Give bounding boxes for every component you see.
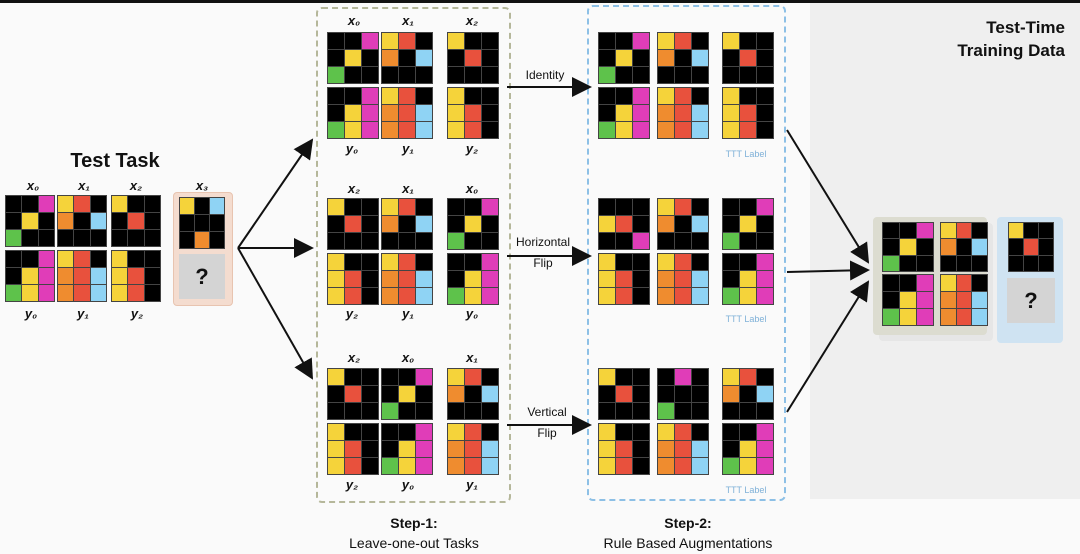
step2-row3-y-grid-2 [722,423,774,475]
arrow-to-row1 [237,138,314,249]
row3-top-label-1: x₀ [401,350,415,365]
hflip-label-line1: Horizontal [515,235,571,249]
step1-row2-x-grid-0 [327,198,379,250]
test-x3-grid [179,197,225,249]
test-y1-grid [57,250,107,302]
step1-row2-x-grid-2 [447,198,499,250]
step1-row1-x-grid-2 [447,32,499,84]
step2-row2-x-grid-1 [657,198,709,250]
ttt-label-row1: TTT Label [725,149,767,159]
hflip-label-line2: Flip [533,256,553,270]
row2-top-label-1: x₁ [402,181,414,196]
step1-row3-x-grid-0 [327,368,379,420]
row3-bottom-label-1: y₀ [401,477,415,492]
row1-bottom-label-1: y₁ [402,141,414,156]
test-x1-grid [57,195,107,247]
row2-bottom-label-2: y₀ [465,306,479,321]
arrow-merge-mid [786,260,870,281]
train-y0-grid [882,274,934,326]
step2-row2-x-grid-0 [598,198,650,250]
row1-bottom-label-0: y₀ [345,141,359,156]
train-x1-grid [940,222,988,272]
step2-row1-y-grid-1 [657,87,709,139]
step2-row1-x-grid-2 [722,32,774,84]
step2-title: Step-2: [664,515,712,531]
step2-row3-x-grid-1 [657,368,709,420]
test-y2-label: y₂ [130,306,144,321]
train-x0-grid [882,222,934,272]
step1-row2-y-grid-2 [447,253,499,305]
step2-row2-y-grid-0 [598,253,650,305]
row1-bottom-label-2: y₂ [465,141,479,156]
vflip-label-line2: Flip [537,426,557,440]
test-x0-label: x₀ [26,178,40,193]
row1-top-label-2: x₂ [465,13,479,28]
step1-row3-x-grid-1 [381,368,433,420]
step2-row3-y-grid-1 [657,423,709,475]
step1-row2-x-grid-1 [381,198,433,250]
step1-row1-y-grid-2 [447,87,499,139]
step1-row2-y-grid-0 [327,253,379,305]
step2-row1-x-grid-1 [657,32,709,84]
step2-row3-y-grid-0 [598,423,650,475]
step2-subtitle: Rule Based Augmentations [603,535,773,551]
train-y1-grid [940,274,988,326]
step1-row1-y-grid-1 [381,87,433,139]
identity-label: Identity [525,68,565,82]
step2-row3-x-grid-2 [722,368,774,420]
row3-top-label-2: x₁ [466,350,478,365]
test-x3-label: x₃ [195,178,209,193]
train-x2-grid [1008,222,1054,272]
test-x2-grid [111,195,161,247]
test-question-box: ? [179,254,225,299]
step2-row3-x-grid-0 [598,368,650,420]
test-time-title-line2: Training Data [957,41,1065,60]
row3-bottom-label-0: y₂ [345,477,359,492]
arrow-merge-top [786,129,870,264]
step1-row1-x-grid-0 [327,32,379,84]
test-y1-label: y₁ [77,306,89,321]
row2-bottom-label-1: y₁ [402,306,414,321]
step1-row2-y-grid-1 [381,253,433,305]
step1-row1-x-grid-1 [381,32,433,84]
arrow-to-row3 [237,247,313,380]
ttt-label-row2: TTT Label [725,314,767,324]
step1-row3-x-grid-2 [447,368,499,420]
step1-row3-y-grid-1 [381,423,433,475]
train-question-box: ? [1007,278,1055,323]
step1-row3-y-grid-0 [327,423,379,475]
test-x0-grid [5,195,55,247]
step2-row2-x-grid-2 [722,198,774,250]
step1-row1-y-grid-0 [327,87,379,139]
row2-top-label-0: x₂ [347,181,361,196]
step2-row2-y-grid-2 [722,253,774,305]
test-x1-label: x₁ [78,178,90,193]
step2-row1-x-grid-0 [598,32,650,84]
row2-bottom-label-0: y₂ [345,306,359,321]
step2-row2-y-grid-1 [657,253,709,305]
test-x2-label: x₂ [129,178,143,193]
step1-title: Step-1: [390,515,438,531]
row3-bottom-label-2: y₁ [466,477,478,492]
arrow-merge-bot [786,280,870,413]
step2-row1-y-grid-0 [598,87,650,139]
vflip-label-line1: Vertical [527,405,567,419]
row1-top-label-1: x₁ [402,13,414,28]
ttt-label-row3: TTT Label [725,485,767,495]
step1-subtitle: Leave-one-out Tasks [349,535,479,551]
step1-row3-y-grid-2 [447,423,499,475]
top-border [0,0,1080,3]
test-time-title-line1: Test-Time [986,18,1065,37]
row1-top-label-0: x₀ [347,13,361,28]
test-y2-grid [111,250,161,302]
row2-top-label-2: x₀ [465,181,479,196]
row3-top-label-0: x₂ [347,350,361,365]
test-y0-grid [5,250,55,302]
step2-row1-y-grid-2 [722,87,774,139]
test-y0-label: y₀ [24,306,38,321]
test-task-title: Test Task [70,150,160,172]
